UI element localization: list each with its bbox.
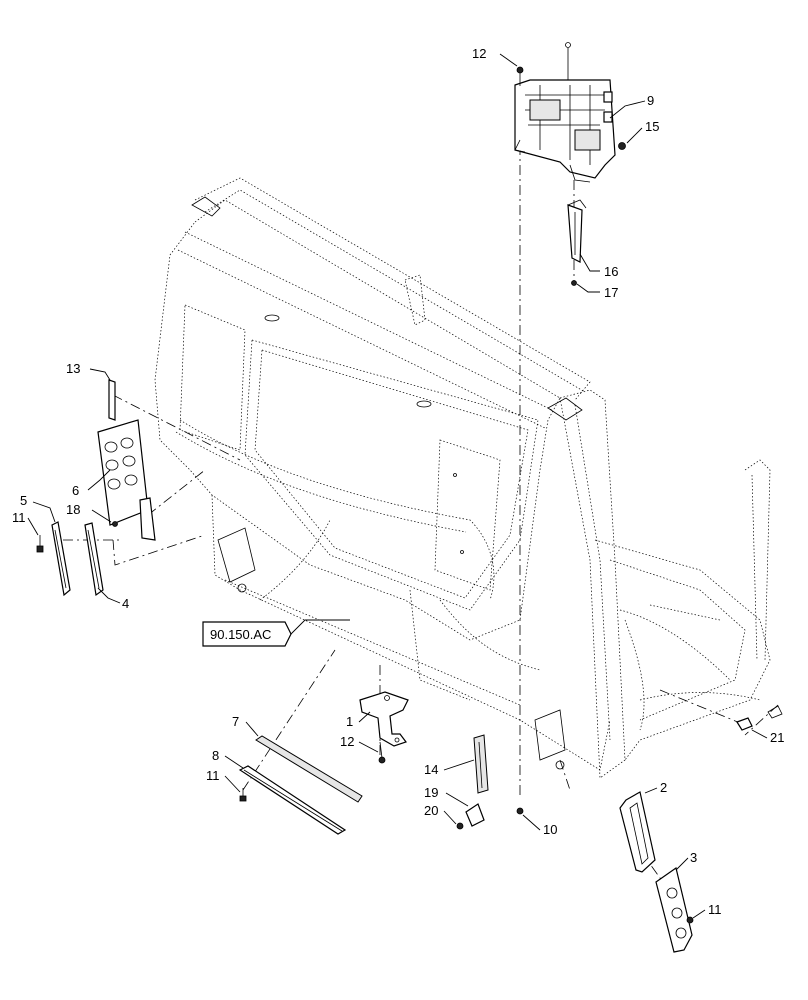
callout-19: 19 <box>424 785 438 800</box>
part-14-strip <box>473 734 489 794</box>
explode-lines <box>63 85 779 921</box>
part-12-bolt-top <box>516 66 524 86</box>
part-11-fastener-mid <box>239 788 247 802</box>
callout-6: 6 <box>72 483 79 498</box>
part-3-step-plate <box>655 867 693 953</box>
callout-10: 10 <box>543 822 557 837</box>
callout-13: 13 <box>66 361 80 376</box>
part-5-seal <box>51 521 71 597</box>
callout-20: 20 <box>424 803 438 818</box>
reference-box-90-150-ac[interactable]: 90.150.AC <box>202 619 350 647</box>
callout-8: 8 <box>212 748 219 763</box>
reference-box-label: 90.150.AC <box>210 627 271 642</box>
part-9-mounting-bracket <box>514 42 616 183</box>
callout-14: 14 <box>424 762 438 777</box>
callout-11-right: 11 <box>708 902 722 917</box>
callout-9: 9 <box>647 93 654 108</box>
part-21-clip <box>736 705 783 731</box>
part-18-fastener <box>112 521 118 527</box>
callout-15: 15 <box>645 119 659 134</box>
part-10-nut <box>516 807 524 815</box>
callout-4: 4 <box>122 596 129 611</box>
part-19-bracket <box>465 803 485 827</box>
callout-numbers: 12 9 15 16 17 13 6 18 5 11 4 1 12 7 8 11… <box>12 46 784 917</box>
part-7-seal-strip <box>255 735 363 803</box>
part-11-fastener-right <box>686 916 694 924</box>
part-1-bracket <box>359 691 409 747</box>
callout-3: 3 <box>690 850 697 865</box>
callout-5: 5 <box>20 493 27 508</box>
callout-17: 17 <box>604 285 618 300</box>
part-6-panel <box>97 419 156 541</box>
callout-16: 16 <box>604 264 618 279</box>
callout-12-top: 12 <box>472 46 486 61</box>
leader-lines <box>27 53 768 919</box>
part-4-seal <box>84 522 104 597</box>
callout-2: 2 <box>660 780 667 795</box>
part-12-bolt-lower <box>378 741 386 764</box>
callout-12-lower: 12 <box>340 734 354 749</box>
callout-18: 18 <box>66 502 80 517</box>
callout-21: 21 <box>770 730 784 745</box>
part-16-strip <box>567 199 587 263</box>
part-13-strip <box>108 379 116 421</box>
callout-11-left: 11 <box>12 510 26 525</box>
part-17-nut <box>571 280 577 286</box>
part-20-nut <box>456 822 464 830</box>
part-11-fastener-left <box>36 535 44 553</box>
callout-1: 1 <box>346 714 353 729</box>
part-2-handle <box>619 791 656 873</box>
cab-body <box>154 177 771 779</box>
part-15-nut <box>618 142 626 150</box>
callout-7: 7 <box>232 714 239 729</box>
part-8-seal-strip <box>238 765 347 835</box>
callout-11-mid: 11 <box>206 768 220 783</box>
